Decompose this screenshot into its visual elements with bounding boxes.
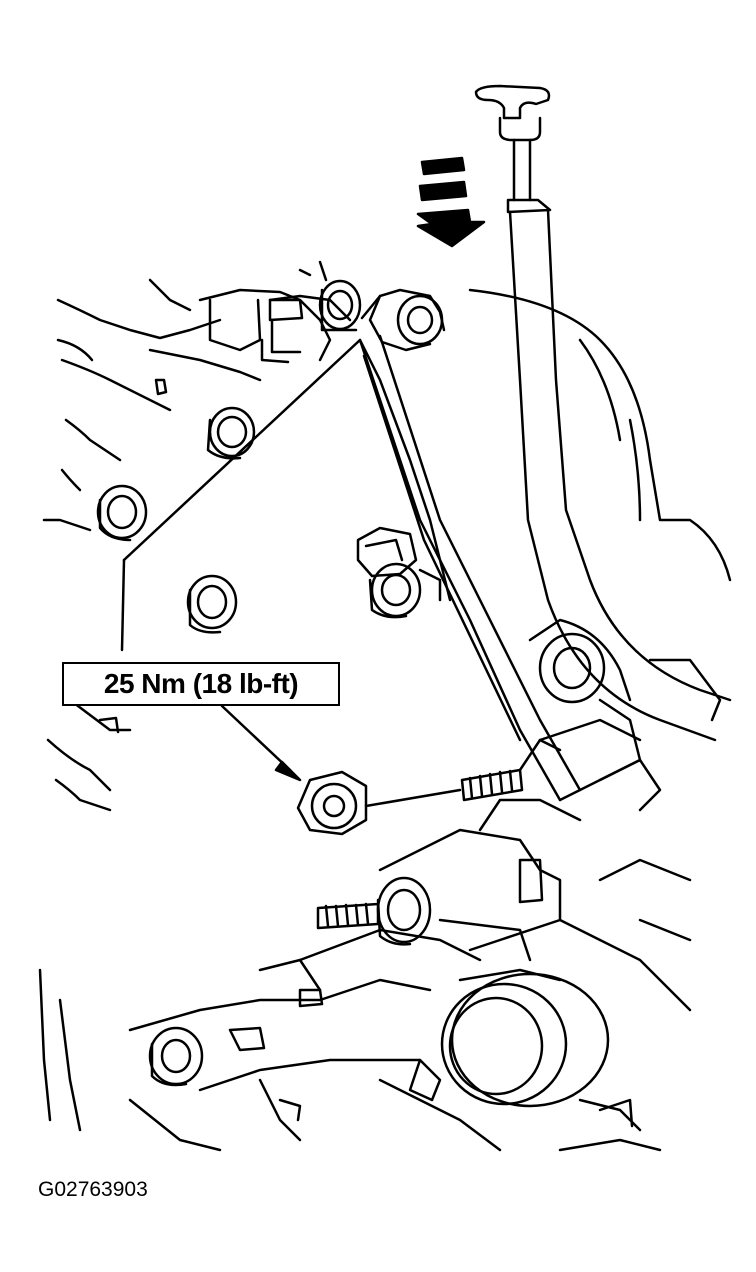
right-housing [468,288,732,812]
leader-arrow-icon [220,704,302,782]
bracket-bolt-upper [356,526,418,578]
down-arrow-icon [416,156,486,248]
lower-bolt [376,876,432,946]
pulley-housing [440,968,642,1132]
engine-bottom-outline [128,978,662,1152]
support-strap [358,288,582,802]
lower-bracket [258,798,692,1012]
t-handle-tool [474,84,732,742]
lower-stud [316,902,380,930]
engine-upper-outline [42,260,352,532]
torque-callout: 25 Nm (18 lb-ft) [62,662,340,706]
figure-id: G02763903 [38,1178,148,1201]
bracket-bolt-lower [368,562,442,619]
threaded-stud [460,738,562,802]
engine-lower-outline [38,698,132,1132]
upper-bolt [206,406,256,460]
left-bolt [96,484,148,542]
torque-nut [296,770,462,836]
bottom-bolt [148,1026,204,1087]
bracket-stud [260,298,304,364]
top-mount-bolt [318,279,362,332]
